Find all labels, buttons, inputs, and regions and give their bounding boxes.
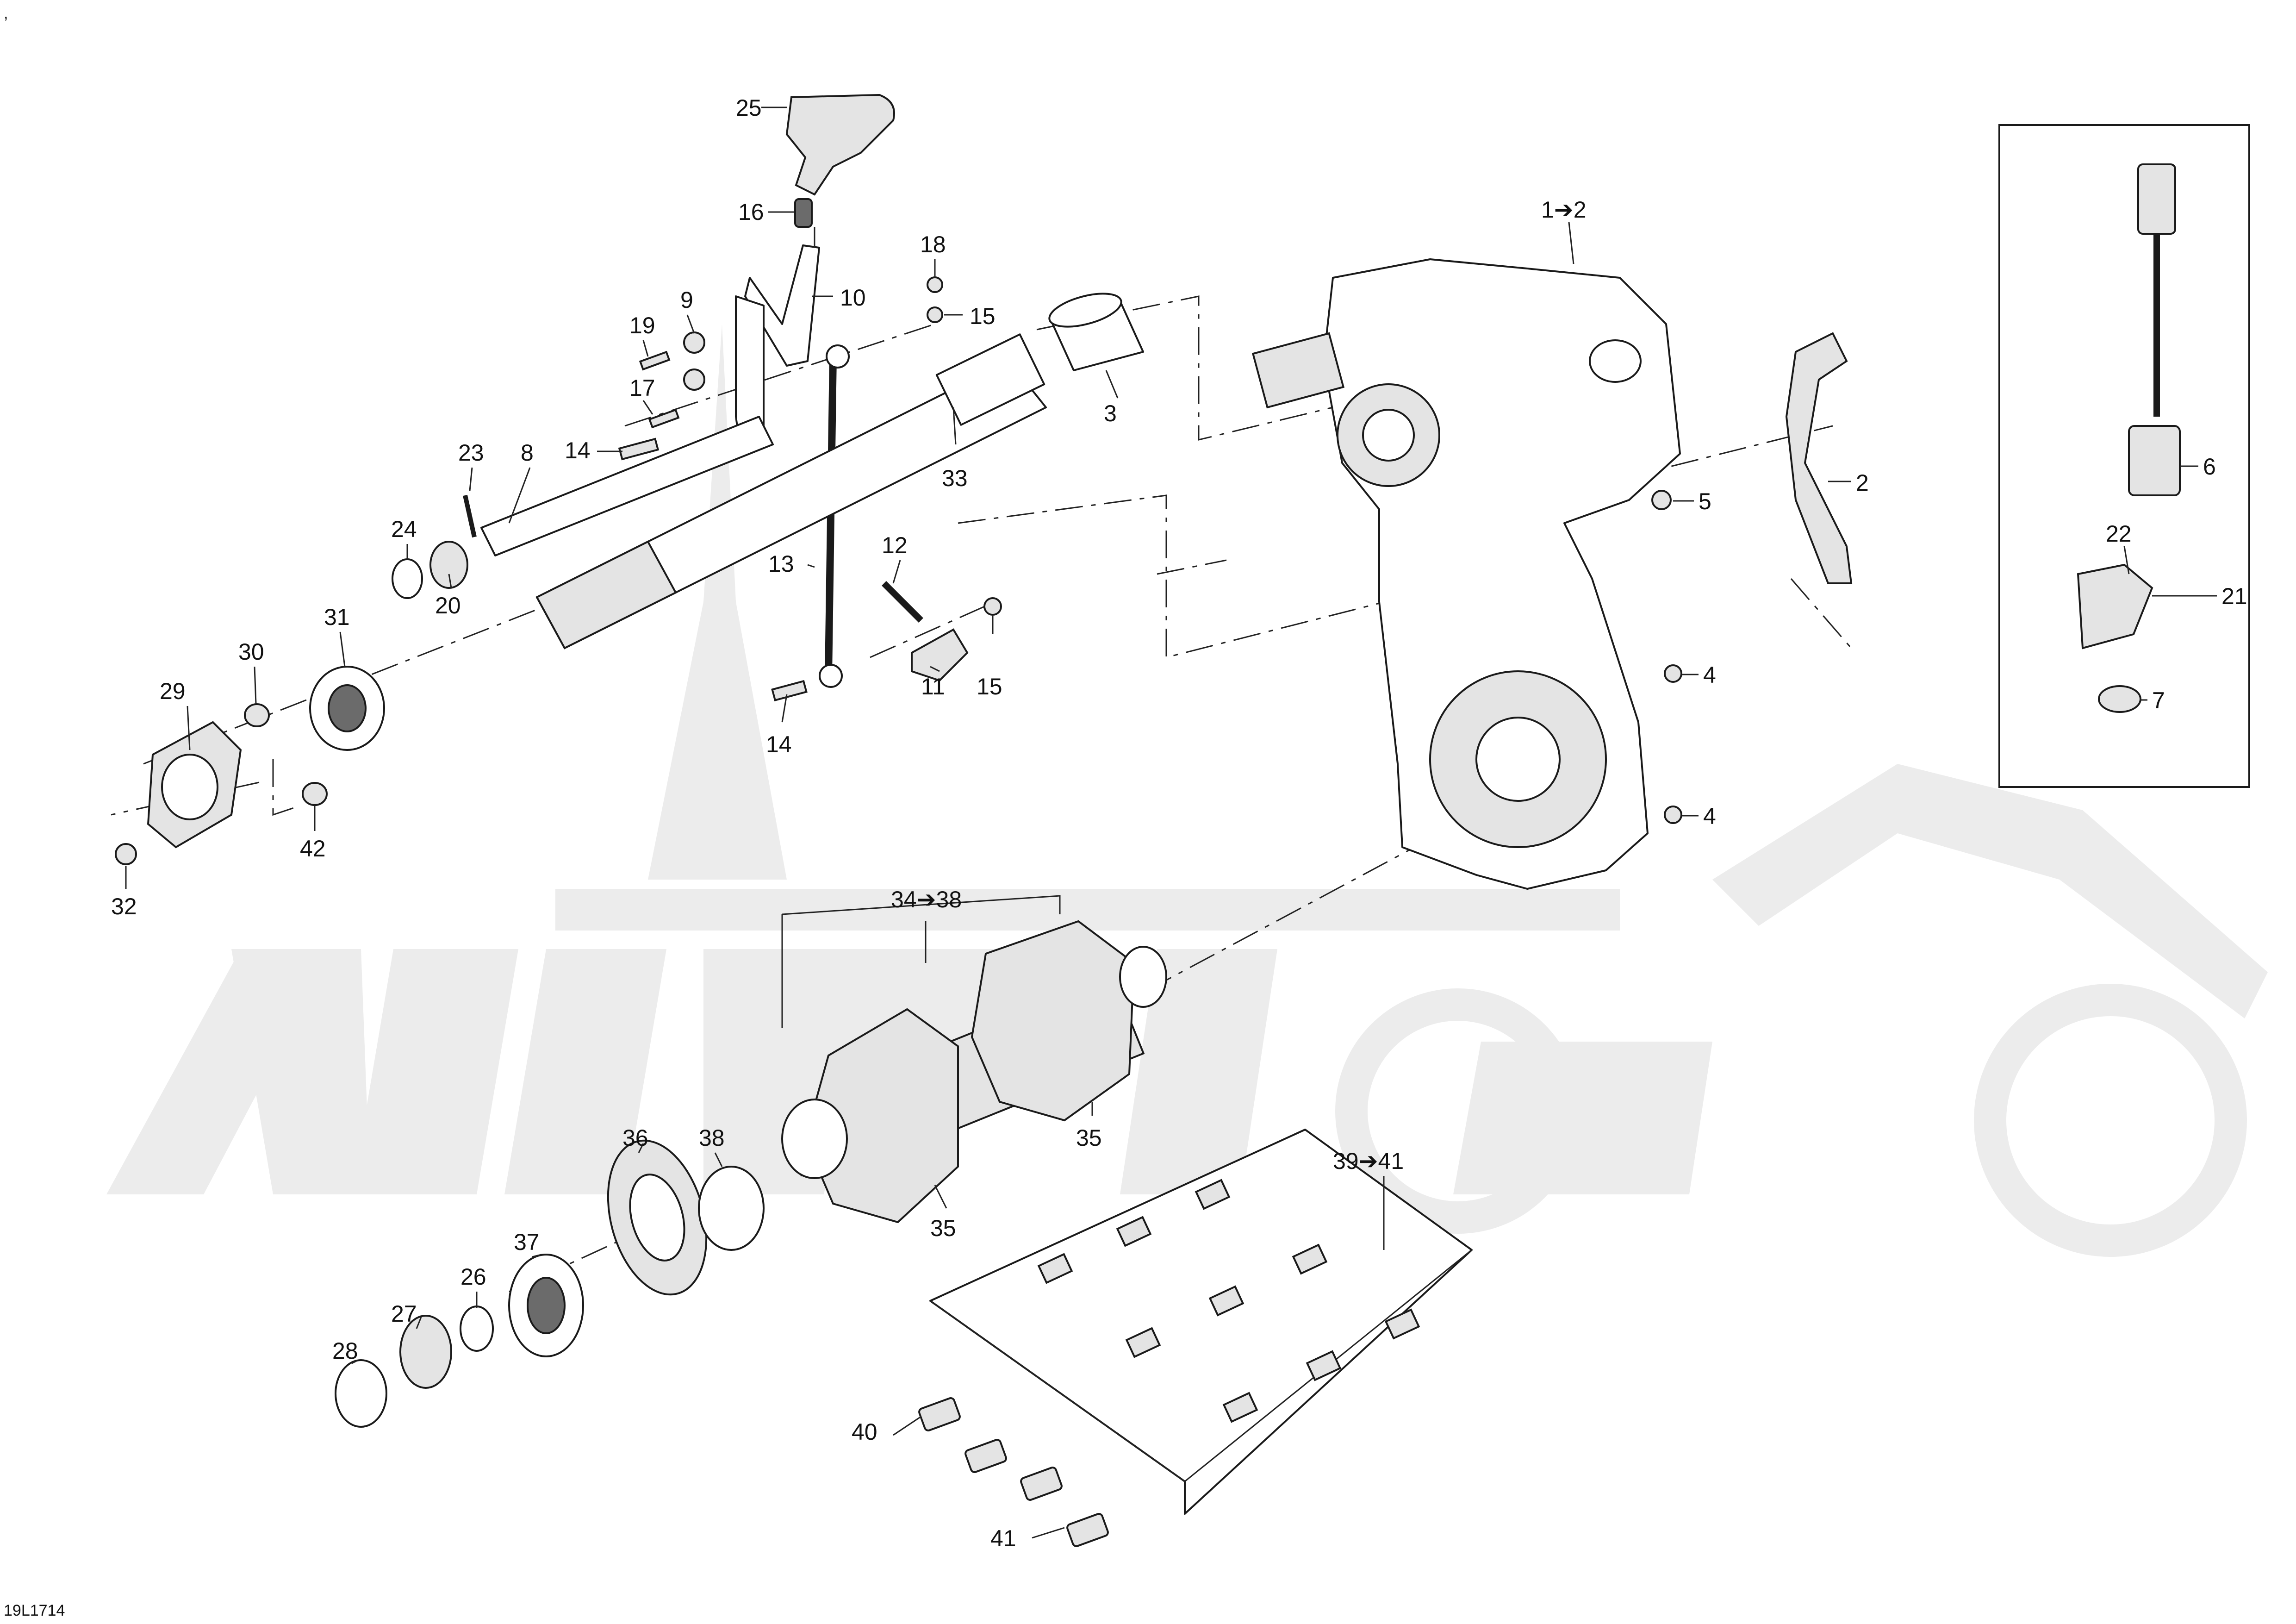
bearing-37-inner bbox=[527, 1277, 566, 1334]
housing-drive-bore bbox=[1475, 717, 1561, 802]
pin-part bbox=[463, 494, 477, 538]
axle-spline-right bbox=[1119, 946, 1167, 1008]
shift-lever-part bbox=[744, 244, 820, 367]
label-36: 36 bbox=[622, 1125, 648, 1151]
clip-41a-part bbox=[1020, 1467, 1063, 1501]
track-clips bbox=[1037, 1179, 1420, 1423]
housing-cap bbox=[1589, 339, 1642, 383]
label-35b: 35 bbox=[930, 1215, 956, 1241]
label-12: 12 bbox=[882, 532, 908, 558]
label-10: 10 bbox=[840, 285, 866, 311]
nut-42-part bbox=[302, 782, 328, 806]
label-5: 5 bbox=[1699, 488, 1711, 514]
circlip-28-part bbox=[335, 1359, 387, 1428]
label-15b: 15 bbox=[977, 674, 1002, 700]
rod-end-top bbox=[826, 344, 850, 369]
ring-24-part bbox=[392, 558, 423, 599]
shift-rod-part bbox=[825, 356, 837, 676]
label-16: 16 bbox=[738, 199, 764, 225]
sensor-inset-box bbox=[1998, 124, 2250, 788]
label-4a: 4 bbox=[1703, 662, 1716, 688]
plate-36-bore bbox=[629, 1174, 685, 1262]
label-37: 37 bbox=[514, 1229, 540, 1255]
ring-38-part bbox=[698, 1166, 765, 1251]
corner-mark: , bbox=[4, 5, 8, 22]
label-1: 1➔2 bbox=[1541, 197, 1587, 223]
label-20: 20 bbox=[435, 593, 461, 618]
label-33: 33 bbox=[942, 465, 968, 491]
label-18: 18 bbox=[920, 231, 946, 257]
bracket-21-part bbox=[2077, 563, 2153, 650]
label-19: 19 bbox=[629, 312, 655, 338]
housing-input-shaft bbox=[1251, 332, 1345, 409]
rod-end-bottom bbox=[819, 664, 843, 688]
label-6: 6 bbox=[2203, 454, 2216, 480]
housing-bore-upper-inner bbox=[1362, 409, 1415, 462]
label-29: 29 bbox=[160, 678, 186, 704]
callout-labels: 25 16 10 18 15 9 19 17 14 23 8 33 3 24 2… bbox=[4, 5, 2247, 1619]
label-11: 11 bbox=[921, 674, 945, 700]
label-25: 25 bbox=[736, 95, 762, 121]
label-42: 42 bbox=[300, 836, 326, 862]
clip-40b-part bbox=[964, 1439, 1007, 1473]
label-24: 24 bbox=[391, 516, 417, 542]
pin-12-part bbox=[882, 581, 923, 623]
label-34: 34➔38 bbox=[891, 887, 962, 912]
speed-sensor-6-part bbox=[2128, 425, 2181, 496]
label-22: 22 bbox=[2106, 521, 2132, 547]
label-28: 28 bbox=[332, 1338, 358, 1364]
label-7: 7 bbox=[2152, 687, 2165, 713]
label-15a: 15 bbox=[970, 303, 996, 329]
sprocket-35-upper-part bbox=[971, 920, 1135, 1122]
label-14b: 14 bbox=[766, 731, 792, 757]
fork-11-part bbox=[911, 628, 969, 682]
leader-lines bbox=[125, 106, 2217, 1539]
label-21: 21 bbox=[2221, 583, 2247, 609]
label-13: 13 bbox=[768, 551, 794, 577]
label-2: 2 bbox=[1856, 470, 1869, 496]
label-26: 26 bbox=[460, 1264, 486, 1290]
watermark-logo bbox=[106, 324, 2268, 1257]
label-41: 41 bbox=[990, 1525, 1016, 1551]
label-40: 40 bbox=[852, 1419, 877, 1445]
label-27: 27 bbox=[391, 1301, 417, 1327]
label-8: 8 bbox=[521, 440, 534, 466]
sleeve-end bbox=[1048, 293, 1122, 328]
clip-40-part bbox=[918, 1397, 961, 1431]
label-4b: 4 bbox=[1703, 803, 1716, 829]
label-17: 17 bbox=[629, 375, 655, 401]
label-9: 9 bbox=[680, 287, 693, 313]
clip-41-part bbox=[1066, 1513, 1109, 1547]
washer-20-part bbox=[429, 541, 468, 589]
cap-27-part bbox=[399, 1315, 452, 1389]
label-38: 38 bbox=[699, 1125, 725, 1151]
label-31: 31 bbox=[324, 604, 350, 630]
shaft-collar bbox=[935, 333, 1045, 426]
spring-part bbox=[794, 198, 813, 228]
label-39: 39➔41 bbox=[1333, 1148, 1404, 1174]
nut-30-part bbox=[244, 703, 270, 727]
flange-29-bore bbox=[161, 754, 218, 820]
label-30: 30 bbox=[238, 639, 264, 665]
label-14a: 14 bbox=[565, 437, 591, 463]
tube-part bbox=[480, 416, 774, 556]
bearing-31-inner bbox=[328, 684, 367, 732]
nut-7-part bbox=[2098, 685, 2141, 713]
shift-knob-part bbox=[785, 94, 895, 196]
label-23: 23 bbox=[458, 440, 484, 466]
bolt-32-part bbox=[115, 843, 137, 865]
label-3: 3 bbox=[1104, 400, 1117, 426]
wiring-harness-2-part bbox=[1785, 332, 1853, 584]
axle-spline-left bbox=[781, 1099, 848, 1179]
small-fasteners bbox=[618, 276, 1682, 824]
label-35a: 35 bbox=[1076, 1125, 1102, 1151]
track-section-edge bbox=[930, 1249, 1472, 1482]
label-32: 32 bbox=[111, 893, 137, 919]
ring-26-part bbox=[460, 1305, 494, 1352]
shaft-splines bbox=[535, 540, 677, 650]
drawing-code: 19L1714 bbox=[4, 1602, 65, 1619]
sensor-connector bbox=[2137, 163, 2176, 235]
